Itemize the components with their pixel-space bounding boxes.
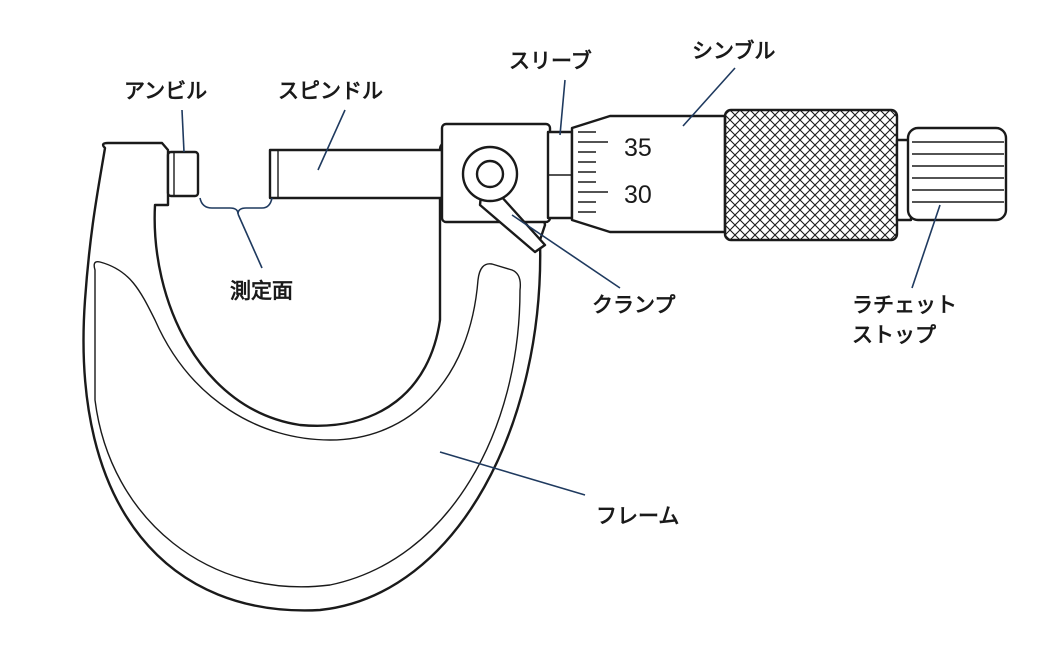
label-frame: フレーム xyxy=(596,504,679,528)
label-spindle: スピンドル xyxy=(278,79,383,103)
clamp xyxy=(461,145,547,254)
spindle xyxy=(268,148,444,200)
leader-ratchet xyxy=(911,204,941,289)
leader-thimble xyxy=(682,67,736,127)
leader-lines xyxy=(181,67,941,496)
label-sleeve: スリーブ xyxy=(509,49,592,73)
ratchet-stop xyxy=(895,126,1008,222)
scale-number-35: 35 xyxy=(624,134,652,162)
scale-number-30: 30 xyxy=(624,181,652,209)
label-measuring-faces: 測定面 xyxy=(230,279,293,303)
label-anvil: アンビル xyxy=(124,79,207,103)
frame-recess xyxy=(93,260,522,588)
label-ratchet-line1: ラチェット xyxy=(852,293,957,317)
leader-anvil xyxy=(181,109,185,153)
leader-clamp xyxy=(511,214,621,289)
thimble: 35 30 xyxy=(570,114,727,234)
thimble-scale xyxy=(578,131,608,213)
label-clamp: クランプ xyxy=(592,293,676,317)
label-thimble: シンブル xyxy=(692,39,775,63)
label-ratchet-line2: ストップ xyxy=(852,323,937,347)
anvil xyxy=(166,150,200,198)
leader-frame xyxy=(439,451,586,496)
knurled-grip xyxy=(723,108,899,242)
leader-sleeve xyxy=(559,79,566,136)
leader-spindle xyxy=(317,109,346,171)
leader-measuring-face xyxy=(237,213,263,269)
measuring-face-brace xyxy=(199,197,273,215)
